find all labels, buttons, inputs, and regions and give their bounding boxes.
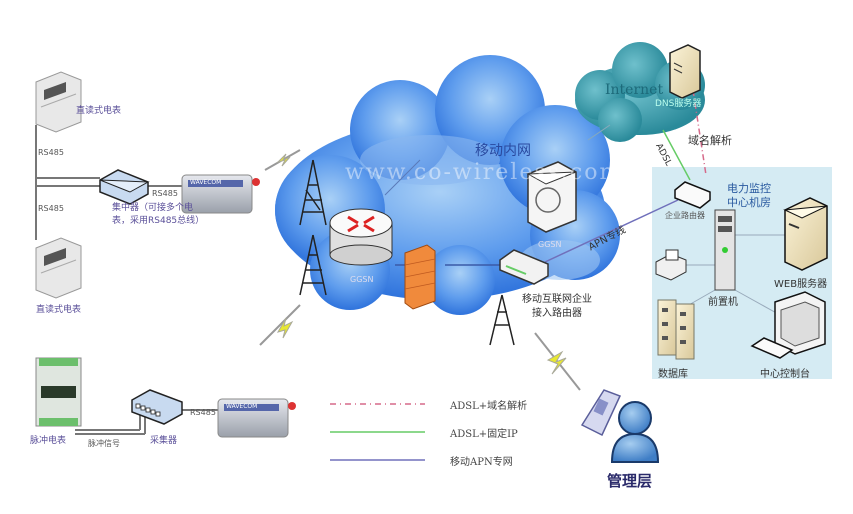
fax-machine-icon [655,249,687,281]
ggsn-router-icon [329,208,393,266]
ggsn-right-label: GGSN [538,240,562,249]
legend-label-apn: 移动APN专网 [450,457,513,468]
ggsn-server-icon [526,161,577,233]
firewall-icon [404,244,436,310]
cell-tower-icon-2 [299,234,327,296]
rs485-label-c: RS485 [152,189,178,198]
modem-brand-bottom: WAVECOM [226,403,258,410]
concentrator-icon [99,169,150,205]
web-server-label: WEB服务器 [774,279,828,290]
front-end-machine-icon [714,209,736,291]
cell-tower-icon-3 [489,294,515,346]
keyboard-icon [750,337,794,359]
corporate-router-icon [674,181,711,209]
mobile-intranet-label: 移动内网 [475,143,531,159]
console-label: 中心控制台 [760,369,810,380]
enterprise-router-label-line1: 移动互联网企业 [522,294,592,305]
pulse-meter-icon [35,357,82,427]
rs485-label-a: RS485 [38,148,64,157]
pulse-signal-label: 脉冲信号 [88,439,120,448]
wireless-signal-icon-bottom [534,332,581,391]
meter-top-label: 直读式电表 [76,106,122,116]
console-monitor-icon [774,291,826,355]
rs485-label-d: RS485 [190,408,216,417]
gprs-modem-bottom-icon [217,398,296,438]
internet-label: Internet [605,82,664,98]
corp-router-label: 企业路由器 [665,211,705,220]
database-icon [657,299,695,360]
domain-resolution-label: 域名解析 [688,134,732,147]
legend-label-adsl-dns: ADSL+域名解析 [450,401,528,412]
dns-server-label: DNS服务器 [655,99,702,109]
gprs-modem-top-icon [181,174,260,214]
control-room-label-line1: 电力监控 [727,182,771,195]
watermark: www.co-wireless.com [345,160,623,185]
legend-label-adsl-fixed-ip: ADSL+固定IP [450,429,518,440]
web-server-icon [783,197,828,271]
rs485-label-b: RS485 [38,204,64,213]
wireless-signal-icon-top [264,149,301,171]
modem-brand-top: WAVECOM [190,179,222,186]
concentrator-label-line1: 集中器（可接多个电 [112,203,194,213]
pulse-meter-label: 脉冲电表 [30,436,67,446]
cell-tower-icon-1 [299,159,327,226]
concentrator-label-line2: 表，采用RS485总线） [112,216,205,226]
enterprise-router-label-line2: 接入路由器 [532,308,582,319]
meter-top-icon [35,71,82,133]
enterprise-access-router-icon [499,249,549,285]
collector-icon [131,389,183,425]
mobile-phone-icon [580,389,622,437]
meter-bottom-label: 直读式电表 [36,305,82,315]
front-end-label: 前置机 [708,297,738,308]
dns-server-icon [669,44,701,99]
database-label: 数据库 [658,369,688,380]
management-label: 管理层 [607,472,653,490]
manager-person-icon [610,401,660,463]
meter-bottom-icon [35,237,82,299]
ggsn-left-label: GGSN [350,275,374,284]
wireless-signal-icon-mid [259,304,301,346]
control-room-label-line2: 中心机房 [727,196,771,209]
collector-label: 采集器 [150,436,178,446]
